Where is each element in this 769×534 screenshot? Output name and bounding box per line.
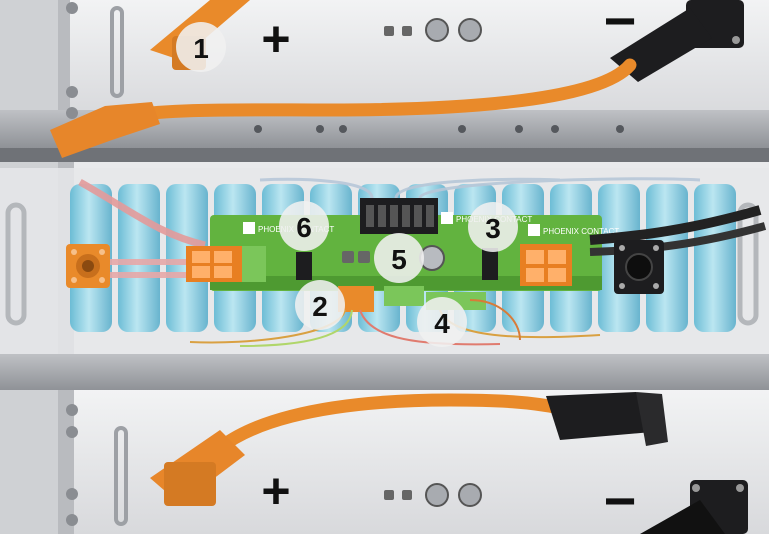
svg-text:4: 4 bbox=[434, 308, 450, 339]
bottom-orange-cable bbox=[193, 393, 567, 477]
top-plus-sign: + bbox=[261, 11, 290, 67]
bottom-black-plug bbox=[546, 392, 748, 534]
top-cable-plug bbox=[50, 102, 160, 158]
right-handle bbox=[737, 202, 759, 326]
bottom-signal-ports bbox=[384, 483, 482, 507]
left-handle bbox=[5, 202, 27, 326]
left-orange-socket bbox=[66, 244, 110, 288]
top-orange-cable bbox=[103, 58, 637, 125]
right-power-terminal bbox=[520, 244, 572, 286]
top-battery-module: + − bbox=[0, 0, 769, 162]
svg-text:2: 2 bbox=[312, 291, 328, 322]
bottom-battery-module: + − bbox=[0, 354, 769, 534]
bottom-handle bbox=[114, 426, 128, 526]
callout-5: 5 bbox=[374, 233, 424, 283]
svg-text:1: 1 bbox=[193, 33, 209, 64]
callout-6: 6 bbox=[279, 201, 329, 251]
top-signal-ports bbox=[384, 18, 482, 42]
bottom-minus-sign: − bbox=[604, 469, 637, 532]
left-power-terminal bbox=[186, 246, 266, 282]
callouts: 1 2 3 4 5 6 bbox=[176, 22, 518, 347]
left-pin-header bbox=[296, 252, 312, 280]
right-black-socket bbox=[589, 205, 767, 294]
top-header-connector bbox=[360, 198, 438, 234]
callout-2: 2 bbox=[295, 280, 345, 330]
callout-1: 1 bbox=[176, 22, 226, 72]
right-pin-header bbox=[482, 248, 498, 280]
svg-text:PHOENIX CONTACT: PHOENIX CONTACT bbox=[543, 227, 619, 236]
callout-4: 4 bbox=[417, 297, 467, 347]
battery-cell bbox=[646, 184, 688, 332]
bottom-plus-sign: + bbox=[261, 463, 290, 519]
top-minus-sign: − bbox=[604, 0, 637, 52]
svg-text:3: 3 bbox=[485, 213, 501, 244]
battery-cell bbox=[694, 184, 736, 332]
callout-3: 3 bbox=[468, 202, 518, 252]
top-handle bbox=[110, 6, 124, 98]
svg-text:5: 5 bbox=[391, 244, 407, 275]
svg-text:6: 6 bbox=[296, 212, 312, 243]
phoenix-logo-3: PHOENIX CONTACT bbox=[528, 224, 619, 236]
